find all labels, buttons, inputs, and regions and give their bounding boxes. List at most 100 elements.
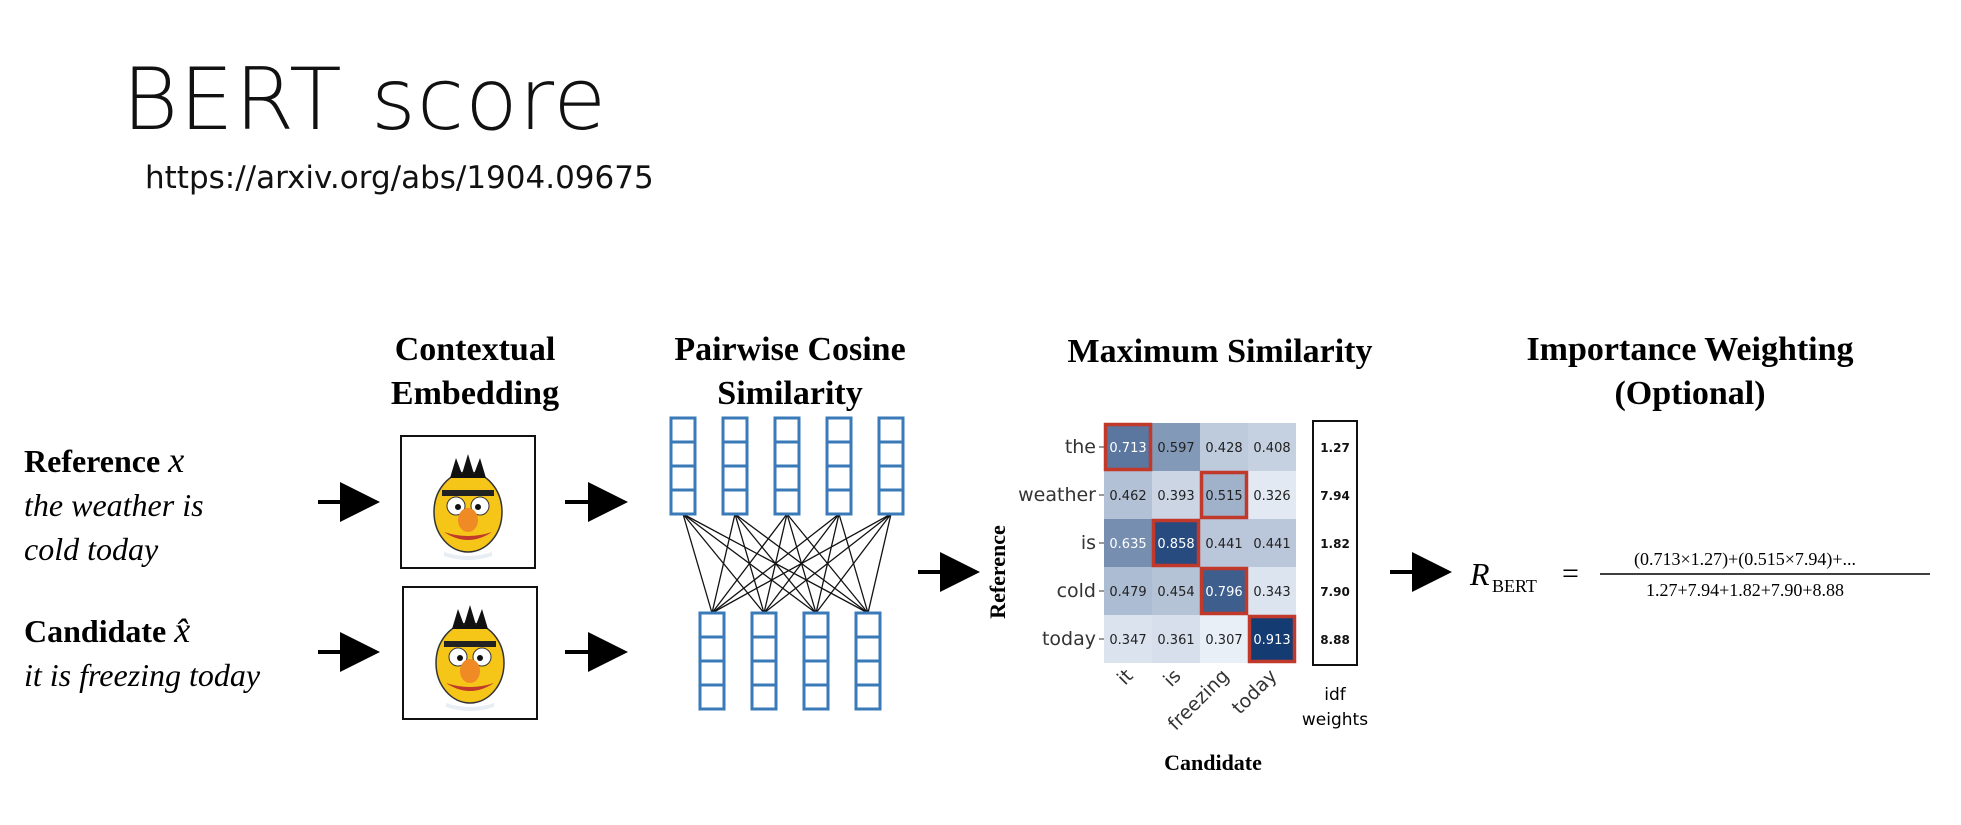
heatmap-row-label: today <box>1042 628 1096 650</box>
heatmap-cell <box>1200 471 1248 519</box>
reference-token-vector <box>773 416 801 516</box>
heatmap-cell <box>1152 615 1200 663</box>
reference-token-vector <box>877 416 905 516</box>
heatmap-value: 0.347 <box>1109 633 1146 648</box>
heatmap-value: 0.454 <box>1157 585 1194 600</box>
max-similarity-highlight <box>1199 470 1249 520</box>
heatmap-row-label: the <box>1065 436 1096 458</box>
slide-title: BERT score <box>122 50 608 150</box>
candidate-token-vector <box>802 611 830 711</box>
heatmap-col-label: today <box>1228 665 1282 719</box>
heatmap-cell <box>1152 471 1200 519</box>
max-similarity-highlight <box>1151 518 1201 568</box>
heatmap-value: 0.462 <box>1109 489 1146 504</box>
heatmap-value: 0.635 <box>1109 537 1146 552</box>
max-similarity-highlight <box>1247 614 1297 664</box>
reference-embedding-box <box>400 435 536 569</box>
heatmap-row-label: weather <box>1018 484 1096 506</box>
formula-numerator: (0.713×1.27)+(0.515×7.94)+... <box>1634 549 1856 570</box>
similarity-edge <box>711 513 840 614</box>
heatmap-cell <box>1248 567 1296 615</box>
heatmap-x-axis-label: Candidate <box>1164 750 1262 775</box>
heatmap-cell <box>1104 567 1152 615</box>
heatmap-cell <box>1248 615 1296 663</box>
reference-token-vector <box>825 416 853 516</box>
idf-weight-value: 7.90 <box>1320 585 1350 599</box>
heatmap-cell <box>1104 615 1152 663</box>
heatmap-cell <box>1200 519 1248 567</box>
maximum-similarity-title: Maximum Similarity <box>1067 333 1373 370</box>
max-similarity-highlight <box>1103 422 1153 472</box>
heatmap-value: 0.408 <box>1253 441 1290 456</box>
heatmap-value: 0.796 <box>1205 585 1242 600</box>
heatmap-value: 0.597 <box>1157 441 1194 456</box>
heatmap-cell <box>1104 519 1152 567</box>
heatmap-cell <box>1248 519 1296 567</box>
idf-label-line-1: idf <box>1324 685 1347 705</box>
idf-label-line-2: weights <box>1302 710 1368 730</box>
heatmap-value: 0.515 <box>1205 489 1242 504</box>
max-similarity-highlight <box>1199 566 1249 616</box>
reference-text-line-1: the weather is <box>24 487 204 523</box>
similarity-edge <box>815 513 892 614</box>
reference-label: Reference <box>24 443 161 479</box>
heatmap-cell <box>1200 423 1248 471</box>
paper-link[interactable]: https://arxiv.org/abs/1904.09675 <box>145 160 654 196</box>
formula-subscript: BERT <box>1492 576 1537 596</box>
idf-weight-value: 1.27 <box>1320 441 1350 455</box>
heatmap-value: 0.479 <box>1109 585 1146 600</box>
heatmap-cell <box>1152 519 1200 567</box>
heatmap-cell <box>1248 471 1296 519</box>
idf-weight-value: 8.88 <box>1320 633 1350 647</box>
candidate-token-vectors <box>698 611 882 711</box>
heatmap-value: 0.307 <box>1205 633 1242 648</box>
candidate-token-vector <box>854 611 882 711</box>
candidate-text: it is freezing today <box>24 657 261 693</box>
candidate-token-vector <box>698 611 726 711</box>
candidate-input: Candidate x̂ it is freezing today <box>24 608 260 697</box>
similarity-edge <box>711 513 736 614</box>
idf-weights-box: 1.27 7.94 1.82 7.90 8.88 <box>1312 420 1358 666</box>
similarity-edge <box>867 513 892 614</box>
heatmap-col-label: it <box>1113 665 1138 690</box>
formula-denominator: 1.27+7.94+1.82+7.90+8.88 <box>1646 580 1844 600</box>
reference-text-line-2: cold today <box>24 531 159 567</box>
heatmap-y-axis-label: Reference <box>985 525 1010 619</box>
heatmap-value: 0.428 <box>1205 441 1242 456</box>
reference-input: Reference x the weather is cold today <box>24 438 204 571</box>
candidate-label: Candidate <box>24 613 167 649</box>
heatmap-value: 0.326 <box>1253 489 1290 504</box>
heatmap-cell <box>1200 615 1248 663</box>
bertscore-formula: R BERT = (0.713×1.27)+(0.515×7.94)+... 1… <box>1469 549 1930 600</box>
heatmap-cell <box>1152 567 1200 615</box>
heatmap-cell <box>1152 423 1200 471</box>
candidate-embedding-box <box>402 586 538 720</box>
heatmap-row-label: is <box>1081 532 1096 554</box>
heatmap-cell <box>1104 423 1152 471</box>
heatmap-value: 0.441 <box>1205 537 1242 552</box>
heatmap-value: 0.713 <box>1109 441 1146 456</box>
heatmap-value: 0.858 <box>1157 537 1194 552</box>
reference-token-vector <box>669 416 697 516</box>
pairwise-connections <box>682 513 892 614</box>
similarity-heatmap: the 0.713 0.597 0.428 0.408 weather 0.462 0.393… <box>1018 422 1297 735</box>
heatmap-value: 0.913 <box>1253 633 1290 648</box>
heatmap-value: 0.361 <box>1157 633 1194 648</box>
candidate-token-vector <box>750 611 778 711</box>
similarity-edge <box>763 513 892 614</box>
reference-token-vector <box>721 416 749 516</box>
heatmap-cell <box>1104 471 1152 519</box>
heatmap-cell <box>1200 567 1248 615</box>
heatmap-col-label: is <box>1159 665 1185 691</box>
reference-symbol: x <box>168 440 185 480</box>
heatmap-value: 0.393 <box>1157 489 1194 504</box>
formula-equals: = <box>1562 557 1579 590</box>
candidate-symbol: x̂ <box>174 610 191 650</box>
idf-weight-value: 7.94 <box>1320 489 1350 503</box>
similarity-edge <box>711 513 788 614</box>
contextual-embedding-title: Contextual Embedding <box>390 331 560 412</box>
heatmap-cell <box>1248 423 1296 471</box>
heatmap-row-label: cold <box>1057 580 1096 602</box>
idf-weight-value: 1.82 <box>1320 537 1350 551</box>
